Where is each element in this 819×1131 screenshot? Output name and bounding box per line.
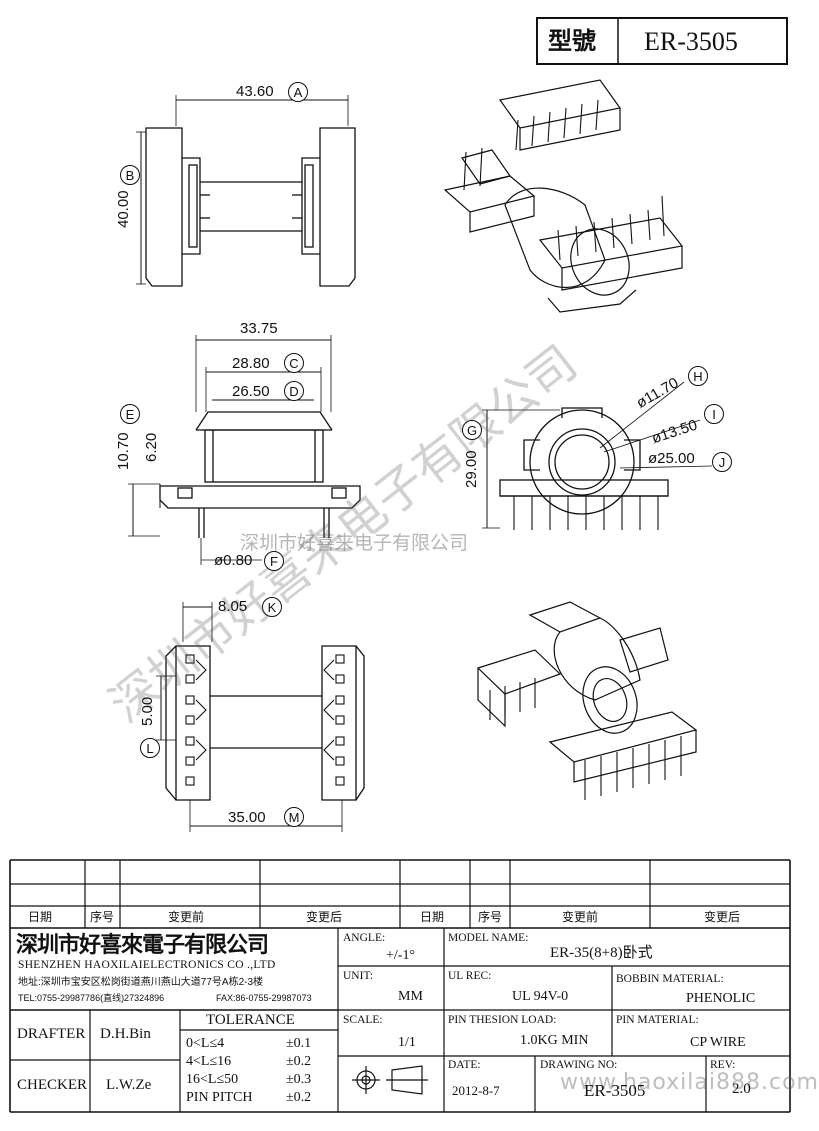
dim-c-tag: C: [284, 353, 304, 373]
view-side: [482, 381, 713, 530]
company-address: 地址:深圳市宝安区松岗街道燕川燕山大道77号A栋2-3楼: [18, 977, 264, 988]
rev-header-after-1: 变更后: [306, 910, 343, 924]
tolerance-value-2: ±0.2: [286, 1054, 312, 1069]
bobbin-material-value: PHENOLIC: [686, 991, 756, 1006]
checker-label: CHECKER: [17, 1077, 88, 1093]
tolerance-value-1: ±0.1: [286, 1036, 312, 1051]
drawing-no-value: ER-3505: [584, 1081, 646, 1100]
dim-e2-value: 6.20: [143, 432, 160, 462]
rev-value: 2.0: [732, 1081, 751, 1097]
dim-a-value: 43.60: [236, 83, 274, 100]
pin-material-label: PIN MATERIAL:: [616, 1014, 699, 1026]
company-name-en: SHENZHEN HAOXILAIELECTRONICS CO .,LTD: [18, 959, 276, 971]
iso-view-bottom: [476, 601, 698, 800]
dim-k-value: 8.05: [218, 598, 248, 615]
unit-label: UNIT:: [343, 970, 374, 982]
dim-j-value: ø25.00: [648, 450, 695, 467]
tolerance-range-3: 16<L≤50: [186, 1072, 239, 1087]
dim-i-tag: I: [704, 404, 724, 424]
drafter-label: DRAFTER: [17, 1026, 86, 1042]
rev-header-seq-1: 序号: [90, 910, 115, 924]
dim-k-tag: K: [262, 597, 282, 617]
model-title-box: [536, 17, 788, 65]
rev-header-before-2: 变更前: [562, 910, 599, 924]
tolerance-range-2: 4<L≤16: [186, 1054, 232, 1069]
pin-load-value: 1.0KG MIN: [520, 1033, 589, 1048]
bobbin-material-label: BOBBIN MATERIAL:: [616, 973, 724, 985]
model-value: ER-3505: [644, 27, 738, 56]
tolerance-value-4: ±0.2: [286, 1090, 312, 1105]
dim-f-value: ø0.80: [214, 552, 253, 569]
dim-g-tag: G: [462, 420, 482, 440]
drafter-value: D.H.Bin: [100, 1026, 151, 1042]
watermark-url: www.haoxilai888.com: [560, 1070, 819, 1095]
ul-rec-label: UL REC:: [448, 970, 492, 982]
dim-h-tag: H: [688, 366, 708, 386]
view-top: [136, 95, 356, 287]
ul-rec-value: UL 94V-0: [512, 989, 569, 1004]
company-name-cn: 深圳市好喜來電子有限公司: [16, 932, 269, 958]
watermark-center: 深圳市好喜来电子有限公司: [240, 532, 469, 554]
dim-g-value: 29.00: [463, 450, 480, 488]
dim-f-tag: F: [264, 551, 284, 571]
dim-e-tag: E: [120, 404, 140, 424]
scale-value: 1/1: [398, 1035, 416, 1050]
dim-d-tag: D: [284, 381, 304, 401]
dim-l-tag: L: [140, 738, 160, 758]
rev-header-before-1: 变更前: [168, 910, 205, 924]
dim-l-value: 5.00: [139, 696, 156, 726]
dim-e-value: 10.70: [115, 432, 132, 470]
dim-d-value: 26.50: [232, 383, 270, 400]
rev-header-date-2: 日期: [420, 910, 445, 924]
technical-drawing: [9, 17, 791, 1113]
rev-label: REV:: [710, 1059, 736, 1071]
dim-m-value: 35.00: [228, 809, 266, 826]
dim-top-value: 33.75: [240, 320, 278, 337]
scale-label: SCALE:: [343, 1014, 383, 1026]
pin-material-value: CP WIRE: [690, 1035, 746, 1050]
pin-load-label: PIN THESION LOAD:: [448, 1014, 557, 1026]
unit-value: MM: [398, 989, 423, 1004]
dim-m-tag: M: [284, 807, 304, 827]
dim-a-tag: A: [288, 82, 308, 102]
dim-j-tag: J: [712, 452, 732, 472]
dim-c-value: 28.80: [232, 355, 270, 372]
rev-header-after-2: 变更后: [704, 910, 741, 924]
rev-header-date-1: 日期: [28, 910, 53, 924]
angle-value: +/-1°: [386, 948, 416, 963]
model-name-label: MODEL NAME:: [448, 932, 529, 944]
dim-b-value: 40.00: [115, 190, 132, 228]
tolerance-title: TOLERANCE: [206, 1012, 295, 1028]
title-table-grid: [9, 859, 791, 1113]
rev-header-seq-2: 序号: [478, 910, 503, 924]
iso-view-top: [443, 79, 684, 313]
tolerance-value-3: ±0.3: [286, 1072, 312, 1087]
tolerance-range-4: PIN PITCH: [186, 1090, 253, 1105]
model-label: 型號: [548, 26, 596, 55]
model-name-value: ER-35(8+8)卧式: [550, 945, 653, 961]
drawing-sheet: 深圳市好喜来电子有限公司 深圳市好喜来电子有限公司 www.haoxilai88…: [9, 17, 818, 1113]
company-tel: TEL:0755-29987786(直线)27324896: [18, 993, 165, 1003]
drawing-no-label: DRAWING NO:: [540, 1059, 618, 1071]
checker-value: L.W.Ze: [106, 1077, 152, 1093]
view-front: [128, 335, 361, 565]
angle-label: ANGLE:: [343, 932, 386, 944]
date-label: DATE:: [448, 1059, 481, 1071]
view-bottom: [156, 602, 365, 832]
date-value: 2012-8-7: [452, 1083, 500, 1098]
dim-b-tag: B: [120, 165, 140, 185]
company-fax: FAX:86-0755-29987073: [216, 993, 312, 1003]
tolerance-range-1: 0<L≤4: [186, 1036, 225, 1051]
